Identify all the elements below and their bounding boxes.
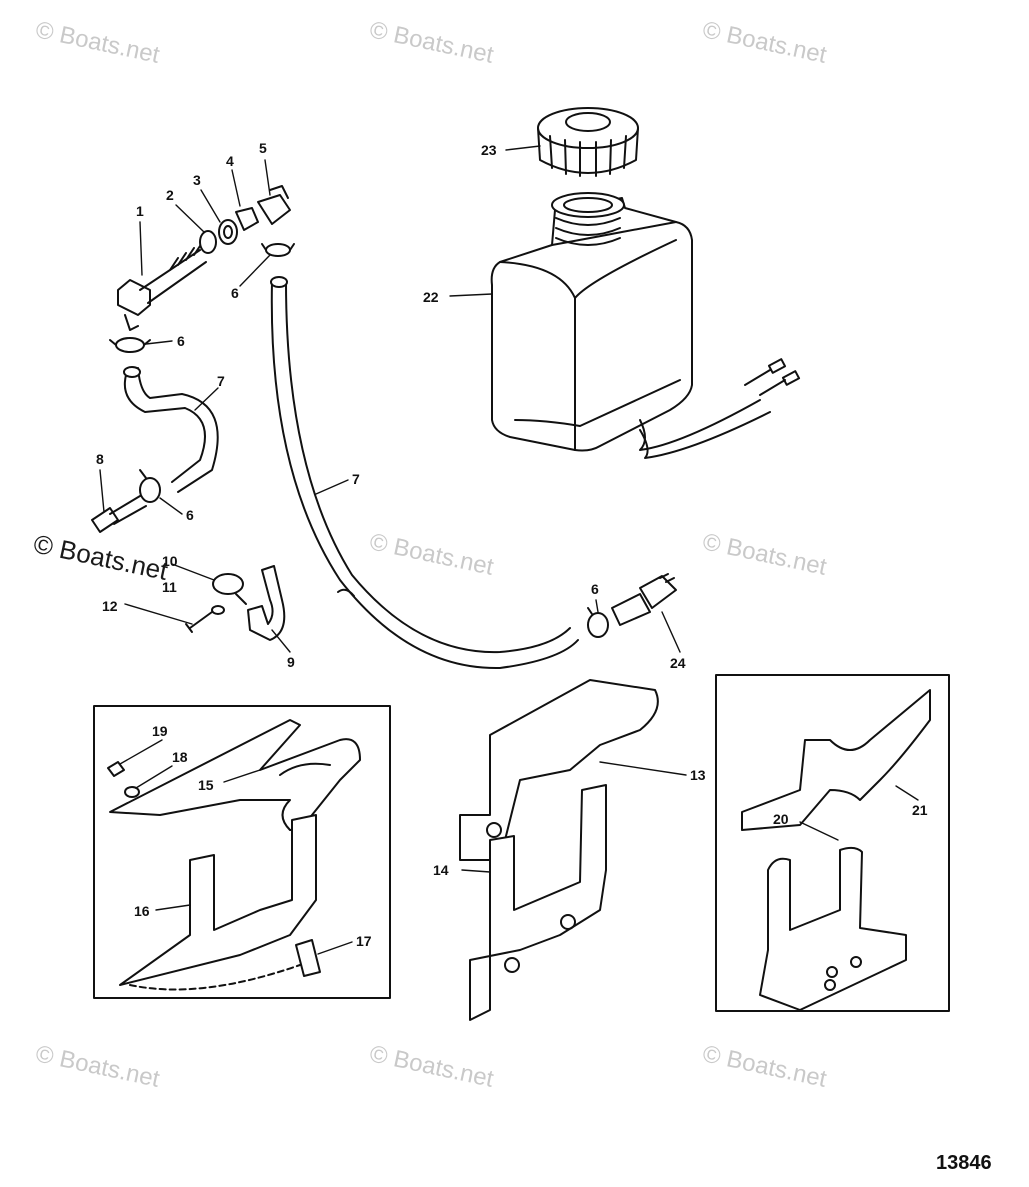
- washer-3: [218, 219, 238, 245]
- callout-20: 20: [773, 811, 789, 827]
- callout-5: 5: [259, 140, 267, 156]
- callout-7: 7: [217, 373, 225, 389]
- hose-clamp: [139, 469, 161, 503]
- nut-4: [235, 207, 259, 231]
- callout-2: 2: [166, 187, 174, 203]
- callout-15: 15: [198, 777, 214, 793]
- inset-box-right: [715, 674, 950, 1012]
- bracket-14: [469, 784, 607, 1021]
- stud-17: [295, 939, 321, 977]
- callout-19: 19: [152, 723, 168, 739]
- fitting-8: [91, 495, 147, 533]
- bracket-20: [759, 846, 907, 1011]
- callout-7: 7: [352, 471, 360, 487]
- screw-12: [185, 611, 213, 633]
- callout-23: 23: [481, 142, 497, 158]
- hose-clamp: [109, 337, 151, 353]
- nut-19: [107, 761, 125, 777]
- washer-2: [199, 230, 217, 254]
- fitting-24: [611, 573, 677, 626]
- callout-17: 17: [356, 933, 372, 949]
- callout-9: 9: [287, 654, 295, 670]
- callout-3: 3: [193, 172, 201, 188]
- p-clamp: [212, 573, 247, 605]
- callout-1: 1: [136, 203, 144, 219]
- bracket-16: [119, 814, 317, 991]
- hose-clamp: [261, 243, 295, 257]
- callout-10: 10: [162, 553, 178, 569]
- washer-11: [211, 605, 225, 615]
- callout-24: 24: [670, 655, 686, 671]
- callout-13: 13: [690, 767, 706, 783]
- callout-18: 18: [172, 749, 188, 765]
- j-clip: [247, 565, 286, 641]
- bracket-13: [459, 679, 659, 861]
- long-hose: [270, 281, 579, 670]
- callout-6: 6: [177, 333, 185, 349]
- callout-22: 22: [423, 289, 439, 305]
- bracket-21: [741, 689, 931, 831]
- callout-11: 11: [162, 579, 177, 595]
- drawing-number: 13846: [936, 1152, 992, 1174]
- inset-box-left: [93, 705, 391, 999]
- callout-16: 16: [134, 903, 150, 919]
- callout-8: 8: [96, 451, 104, 467]
- callout-4: 4: [226, 153, 234, 169]
- oil-tank: [490, 192, 801, 459]
- hose-clamp: [587, 607, 609, 638]
- callout-14: 14: [433, 862, 449, 878]
- callout-6: 6: [186, 507, 194, 523]
- callout-6: 6: [231, 285, 239, 301]
- tank-cap: [537, 107, 639, 177]
- elbow-fitting: [257, 185, 291, 225]
- short-hose: [123, 367, 219, 493]
- fitting-bolt: [117, 242, 207, 331]
- callout-6: 6: [591, 581, 599, 597]
- bracket-15: [109, 719, 361, 831]
- callout-21: 21: [912, 802, 928, 818]
- washer-18: [124, 786, 140, 798]
- leader-lines: [99, 145, 919, 955]
- callout-12: 12: [102, 598, 118, 614]
